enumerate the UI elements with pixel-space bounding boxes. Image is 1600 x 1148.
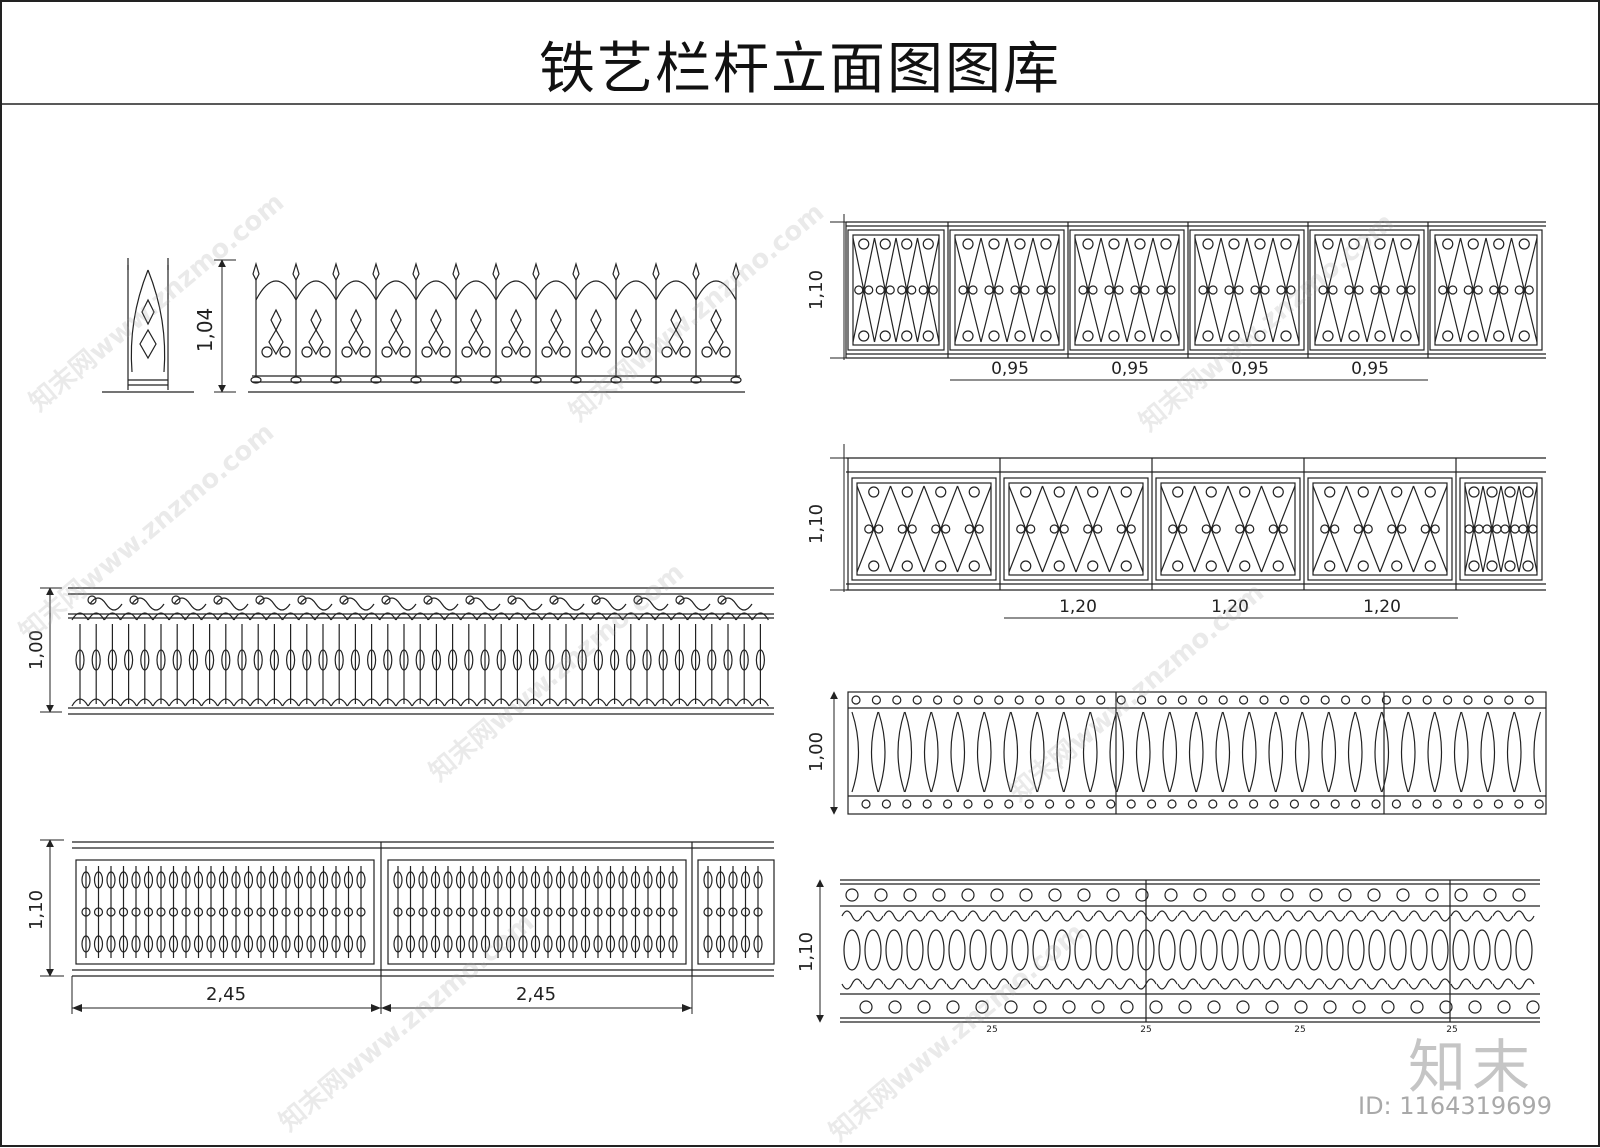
- top-right-span-2: 0,95: [1111, 359, 1149, 379]
- scroll-small-label-3: 25: [1294, 1025, 1305, 1035]
- middle-right-span-1: 1,20: [1059, 597, 1097, 617]
- lower-right-height-label: 1,00: [806, 732, 827, 772]
- page-title: 铁艺栏杆立面图图库: [539, 37, 1061, 102]
- top-right-span-1: 0,95: [991, 359, 1029, 379]
- brand-logo: 知末: [1408, 1033, 1537, 1101]
- baluster-span-1: 2,45: [206, 984, 246, 1005]
- baluster-railing: [72, 841, 775, 977]
- scroll-railing: [840, 879, 1540, 1023]
- gothic-fence-drawing: [102, 258, 745, 393]
- middle-right-span-3: 1,20: [1363, 597, 1401, 617]
- baluster-height-label: 1,10: [26, 890, 47, 930]
- lattice-railing-top: [845, 221, 1546, 359]
- top-right-span-3: 0,95: [1231, 359, 1269, 379]
- gothic-height-dimension: 1,04: [193, 259, 236, 393]
- oval-railing: [847, 691, 1547, 815]
- baluster-span-2: 2,45: [516, 984, 556, 1005]
- middle-right-height-dimension: 1,10: [806, 444, 852, 592]
- arch-height-dimension: 1,00: [26, 587, 62, 713]
- gothic-height-label: 1,04: [193, 308, 217, 353]
- top-right-span-4: 0,95: [1351, 359, 1389, 379]
- middle-right-span-dimensions: 1,20 1,20 1,20: [1004, 597, 1458, 619]
- scroll-height-label: 1,10: [796, 932, 817, 972]
- top-right-height-dimension: 1,10: [806, 214, 852, 360]
- lattice-railing-middle: [846, 457, 1546, 591]
- middle-right-height-label: 1,10: [806, 504, 827, 544]
- arch-railing: [68, 587, 774, 715]
- baluster-span-dimensions: 2,45 2,45: [71, 976, 693, 1014]
- baluster-height-dimension: 1,10: [26, 839, 64, 977]
- scroll-small-label-2: 25: [1140, 1025, 1151, 1035]
- arch-height-label: 1,00: [26, 630, 47, 670]
- lower-right-height-dimension: 1,00: [806, 691, 838, 815]
- top-right-span-dimensions: 0,95 0,95 0,95 0,95: [950, 359, 1428, 381]
- top-right-height-label: 1,10: [806, 270, 827, 310]
- scroll-small-label-4: 25: [1446, 1025, 1457, 1035]
- scroll-height-dimension: 1,10: [796, 879, 824, 1023]
- image-id-label: ID: 1164319699: [1358, 1092, 1552, 1120]
- scroll-small-label-1: 25: [986, 1025, 997, 1035]
- middle-right-span-2: 1,20: [1211, 597, 1249, 617]
- scroll-small-labels: 25 25 25 25: [986, 1025, 1457, 1035]
